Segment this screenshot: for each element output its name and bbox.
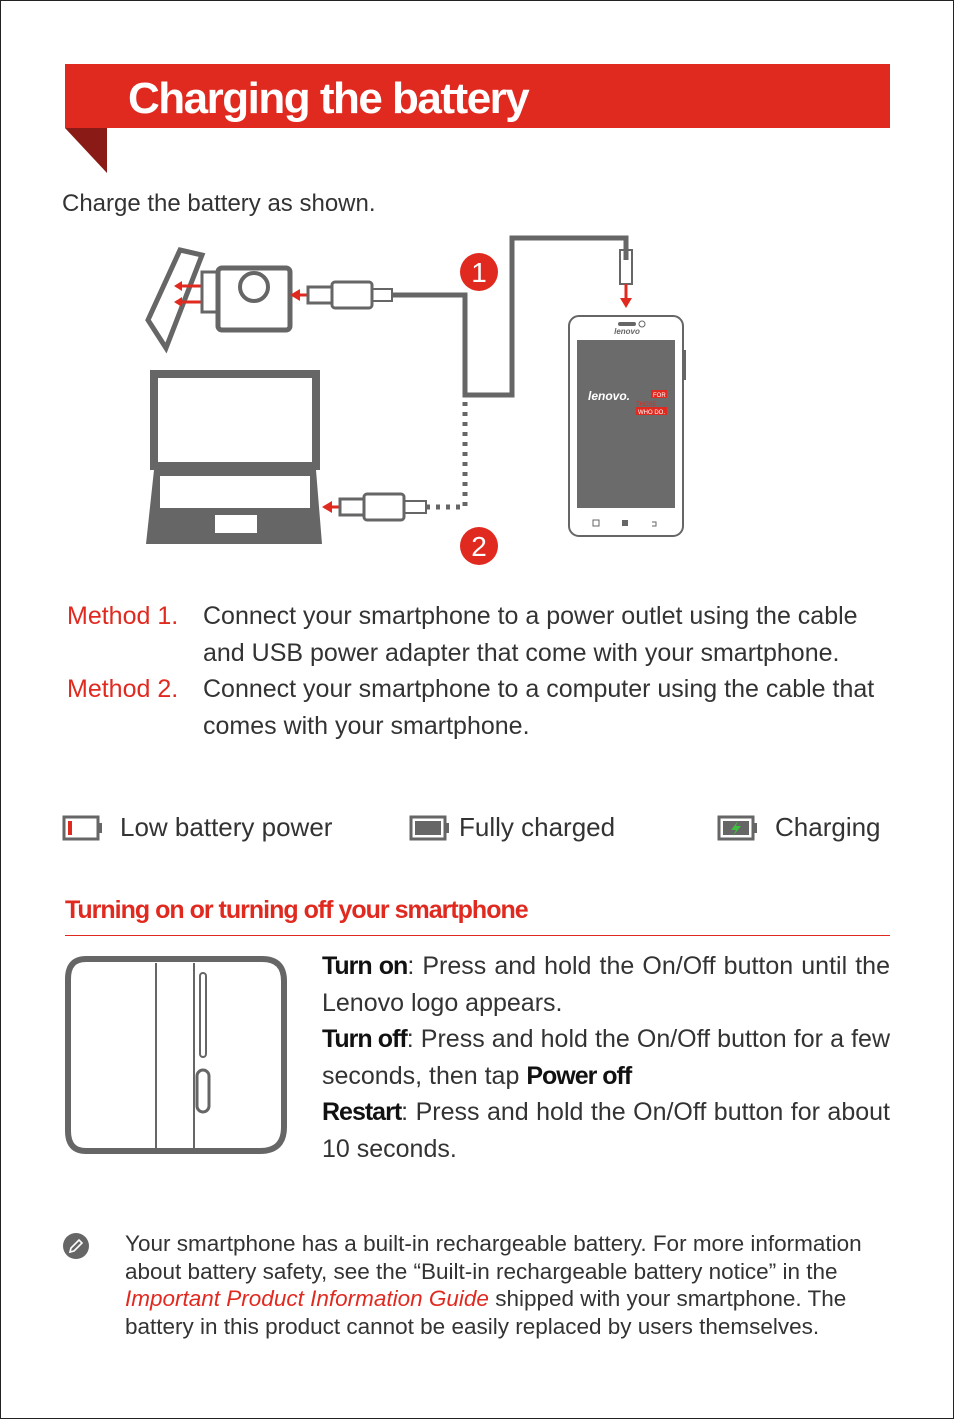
battery-full-label: Fully charged xyxy=(459,812,616,842)
method-label: Method 1. xyxy=(67,602,179,630)
pencil-icon xyxy=(63,1233,89,1259)
volume-button-icon xyxy=(199,972,207,1058)
wall-outlet-icon xyxy=(145,247,206,354)
power-instructions: Turn on: Press and hold the On/Off butto… xyxy=(322,948,890,1167)
usb-plug-icon xyxy=(306,280,393,310)
title-banner-fold xyxy=(65,128,107,173)
restart-text: : Press and hold the On/Off button for a… xyxy=(322,1098,890,1163)
method-text: Connect your smartphone to a power outle… xyxy=(203,602,858,667)
charging-methods: Method 1. Connect your smartphone to a p… xyxy=(67,598,883,744)
battery-low-icon xyxy=(62,815,102,840)
battery-low-label: Low battery power xyxy=(120,812,333,842)
tagline-1: FOR xyxy=(653,393,666,399)
battery-low-legend: Low battery power xyxy=(62,812,332,843)
turn-on-label: Turn on xyxy=(322,952,408,980)
power-button-icon xyxy=(195,1068,211,1114)
step-1-badge: 1 xyxy=(471,257,487,288)
laptop-icon xyxy=(146,370,322,544)
turn-off-label: Turn off xyxy=(322,1025,408,1053)
battery-note: Your smartphone has a built-in rechargea… xyxy=(125,1230,895,1340)
phone-screen-logo: lenovo. xyxy=(588,389,630,403)
note-text-2: shipped with your smartphone. The batter… xyxy=(125,1286,847,1339)
usb-plug-icon-2 xyxy=(338,492,427,522)
method-2: Method 2. Connect your smartphone to a c… xyxy=(67,671,883,744)
charging-illustration: 1 2 lenovo lenovo. FOR THOSE WHO DO. xyxy=(145,235,686,565)
turn-on-text: : Press and hold the On/Off button until… xyxy=(322,952,890,1017)
phone-top-logo: lenovo xyxy=(614,327,640,336)
step-2-badge: 2 xyxy=(471,531,487,562)
battery-charging-label: Charging xyxy=(775,812,881,842)
method-label: Method 2. xyxy=(67,675,179,703)
tagline-2: THOSE xyxy=(636,402,657,408)
guide-reference: Important Product Information Guide xyxy=(125,1286,489,1311)
title-banner xyxy=(65,64,890,128)
restart-label: Restart xyxy=(322,1098,402,1126)
battery-full-legend: Fully charged xyxy=(409,812,615,843)
method-1: Method 1. Connect your smartphone to a p… xyxy=(67,598,883,671)
method-text: Connect your smartphone to a computer us… xyxy=(203,675,875,740)
intro-text: Charge the battery as shown. xyxy=(62,190,376,217)
power-off-label: Power off xyxy=(526,1061,632,1090)
section-title: Turning on or turning off your smartphon… xyxy=(65,896,529,924)
note-text-1: Your smartphone has a built-in rechargea… xyxy=(125,1231,862,1284)
battery-full-icon xyxy=(409,815,449,840)
phone-side-illustration xyxy=(65,956,287,1154)
smartphone-icon: lenovo lenovo. FOR THOSE WHO DO. xyxy=(568,315,686,537)
turn-off-text: : Press and hold the On/Off button for a… xyxy=(322,1025,891,1090)
tagline-3: WHO DO. xyxy=(638,410,665,416)
page-title: Charging the battery xyxy=(128,74,530,123)
battery-charging-legend: Charging xyxy=(717,812,881,843)
usb-adapter-icon xyxy=(200,265,293,333)
section-divider xyxy=(65,935,890,936)
battery-charging-icon xyxy=(717,815,757,840)
